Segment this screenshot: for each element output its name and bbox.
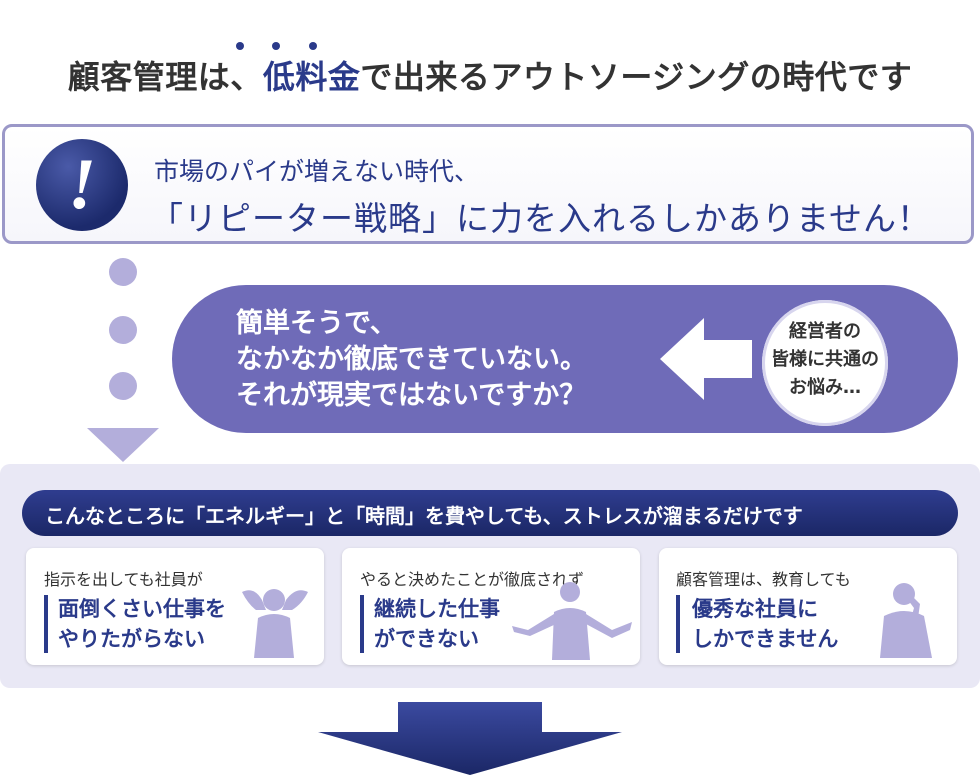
card-body: 面倒くさい仕事を やりたがらない bbox=[58, 594, 226, 654]
headline-part1: 顧客管理は、 bbox=[67, 58, 263, 96]
card-line: しかできません bbox=[692, 627, 839, 651]
card-line: 優秀な社員に bbox=[692, 597, 818, 621]
connector-dot bbox=[109, 316, 137, 344]
problem-line: なかなか徹底できていない。 bbox=[236, 344, 587, 375]
issue-card bbox=[342, 548, 640, 665]
alert-line1: 市場のパイが増えない時代、 bbox=[154, 157, 480, 186]
problem-line: それが現実ではないですか？ bbox=[236, 380, 587, 411]
connector-dot bbox=[109, 372, 137, 400]
stressed-person-icon bbox=[242, 589, 308, 658]
issues-banner bbox=[22, 490, 958, 536]
alert-line2: 「リピーター戦略」に力を入れるしかありません！ bbox=[150, 199, 932, 238]
card-accent-bar bbox=[44, 595, 48, 653]
concern-line: お悩み… bbox=[789, 377, 861, 398]
card-accent-bar bbox=[360, 595, 364, 653]
left-arrow-icon bbox=[660, 318, 752, 400]
down-arrow-icon bbox=[318, 702, 622, 775]
exclamation-icon: ! bbox=[36, 139, 128, 231]
card-line: 面倒くさい仕事を bbox=[58, 597, 226, 621]
alert-box bbox=[2, 124, 974, 244]
connector-dot bbox=[109, 258, 137, 286]
card-body: 継続した仕事 ができない bbox=[374, 594, 500, 654]
concern-bubble bbox=[762, 300, 888, 426]
card-line: ができない bbox=[374, 627, 479, 651]
problem-line: 簡単そうで、 bbox=[236, 308, 397, 339]
down-triangle-icon bbox=[87, 428, 159, 462]
card-line: やりたがらない bbox=[58, 627, 205, 651]
concern-line: 皆様に共通の bbox=[771, 349, 879, 370]
headline-part2: で出来るアウトソージングの時代です bbox=[360, 58, 913, 96]
concern-text: 経営者の 皆様に共通の お悩み… bbox=[762, 318, 888, 402]
thinking-person-icon bbox=[880, 583, 932, 658]
card-title: やると決めたことが徹底されず bbox=[360, 570, 585, 589]
problem-text: 簡単そうで、 なかなか徹底できていない。 それが現実ではないですか？ bbox=[236, 306, 587, 414]
shrugging-person-icon bbox=[512, 582, 632, 660]
card-title: 指示を出しても社員が bbox=[44, 570, 203, 589]
banner-text: こんなところに「エネルギー」と「時間」を費やしても、ストレスが溜まるだけです bbox=[45, 504, 803, 528]
card-accent-bar bbox=[676, 595, 680, 653]
emphasis-dot bbox=[272, 42, 280, 50]
headline-highlight: 低料金 bbox=[262, 58, 361, 96]
concern-line: 経営者の bbox=[789, 321, 861, 342]
card-line: 継続した仕事 bbox=[374, 597, 500, 621]
card-body: 優秀な社員に しかできません bbox=[692, 594, 838, 654]
emphasis-dot bbox=[309, 42, 317, 50]
card-title: 顧客管理は、教育しても bbox=[676, 570, 851, 589]
page-title: 顧客管理は、低料金で出来るアウトソージングの時代です bbox=[0, 52, 980, 98]
emphasis-dot bbox=[236, 42, 244, 50]
